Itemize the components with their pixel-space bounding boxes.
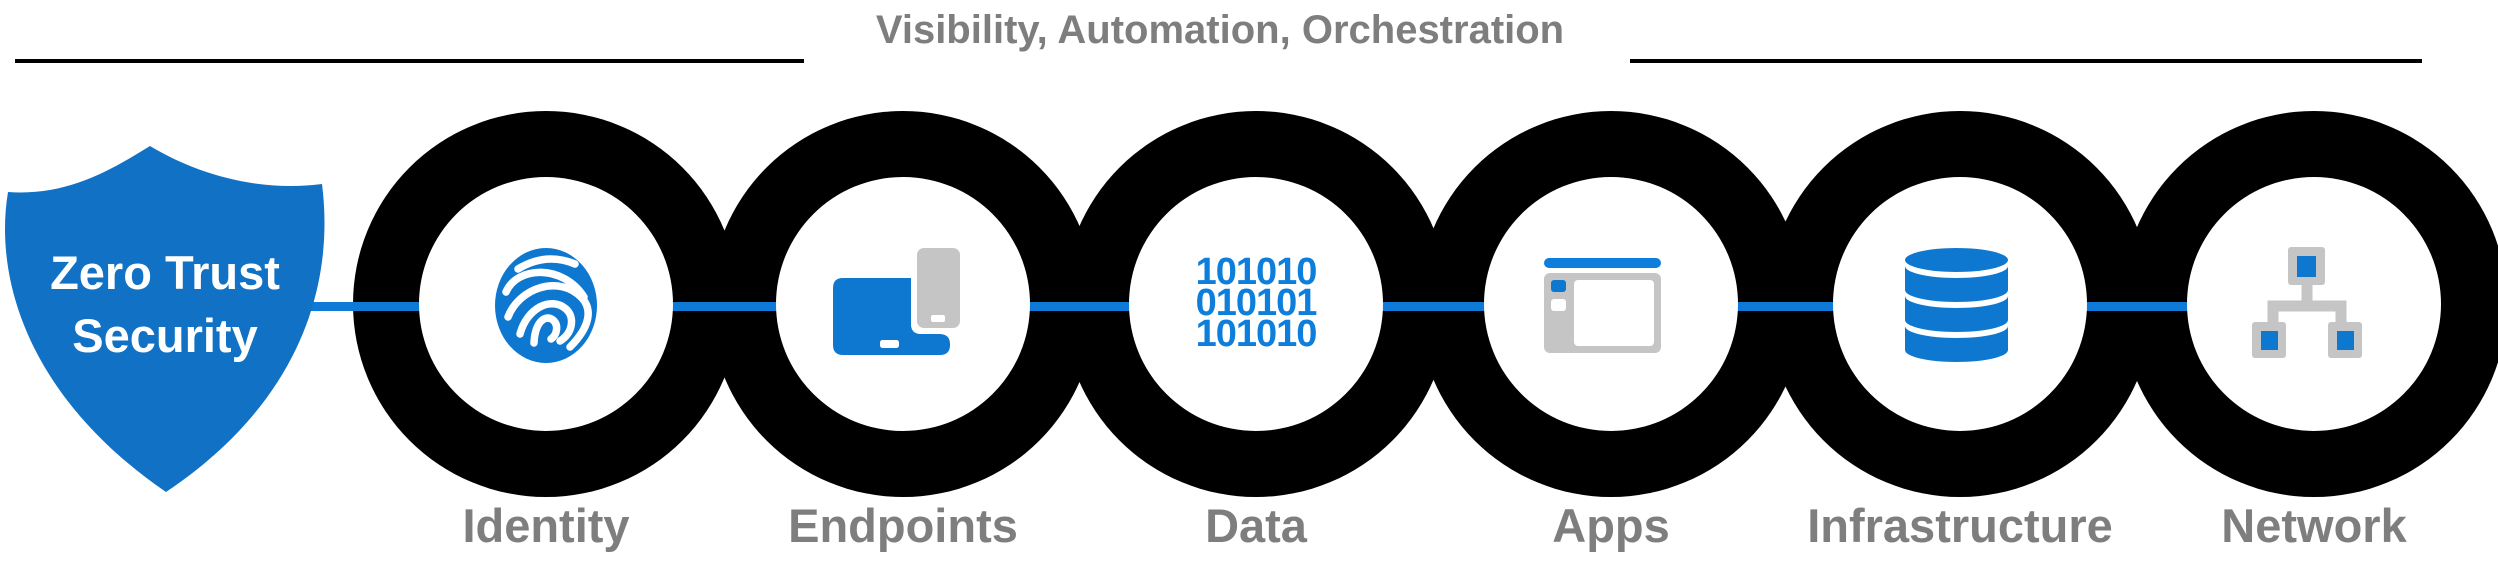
infrastructure-inner-circle — [1833, 177, 2087, 431]
identity-label: Identity — [462, 499, 630, 552]
node-infrastructure: Infrastructure — [1767, 111, 2153, 571]
node-network: Network — [2121, 111, 2498, 571]
fingerprint-icon — [495, 248, 597, 363]
shield-icon — [4, 146, 325, 492]
node-data: 101010 010101 101010 Data — [1063, 111, 1449, 571]
infrastructure-label: Infrastructure — [1807, 499, 2113, 552]
devices-icon — [833, 242, 966, 355]
database-icon — [1905, 248, 2008, 362]
network-label: Network — [2221, 499, 2407, 552]
app-window-icon — [1544, 258, 1661, 353]
shield-label-line2: Security — [72, 309, 258, 362]
network-nodes-icon — [2252, 247, 2362, 358]
binary-line-2: 010101 — [1195, 282, 1318, 324]
diagram-title: Visibility, Automation, Orchestration — [875, 8, 1565, 52]
data-label: Data — [1205, 499, 1307, 552]
binary-code-icon: 101010 010101 101010 — [1063, 251, 1449, 355]
apps-label: Apps — [1552, 499, 1670, 552]
zero-trust-shield: Zero Trust Security — [0, 145, 336, 495]
title-rule-right — [1630, 59, 2422, 63]
title-rule-left — [15, 59, 804, 63]
binary-line-3: 101010 — [1195, 313, 1318, 355]
binary-line-1: 101010 — [1195, 251, 1318, 293]
shield-label-line1: Zero Trust — [50, 246, 280, 299]
endpoints-label: Endpoints — [788, 499, 1018, 552]
data-inner-circle — [1129, 177, 1383, 431]
shield-label: Zero Trust Security — [0, 241, 330, 367]
node-endpoints: Endpoints — [710, 111, 1096, 571]
node-identity: Identity — [353, 111, 739, 571]
node-apps: Apps — [1418, 111, 1804, 571]
